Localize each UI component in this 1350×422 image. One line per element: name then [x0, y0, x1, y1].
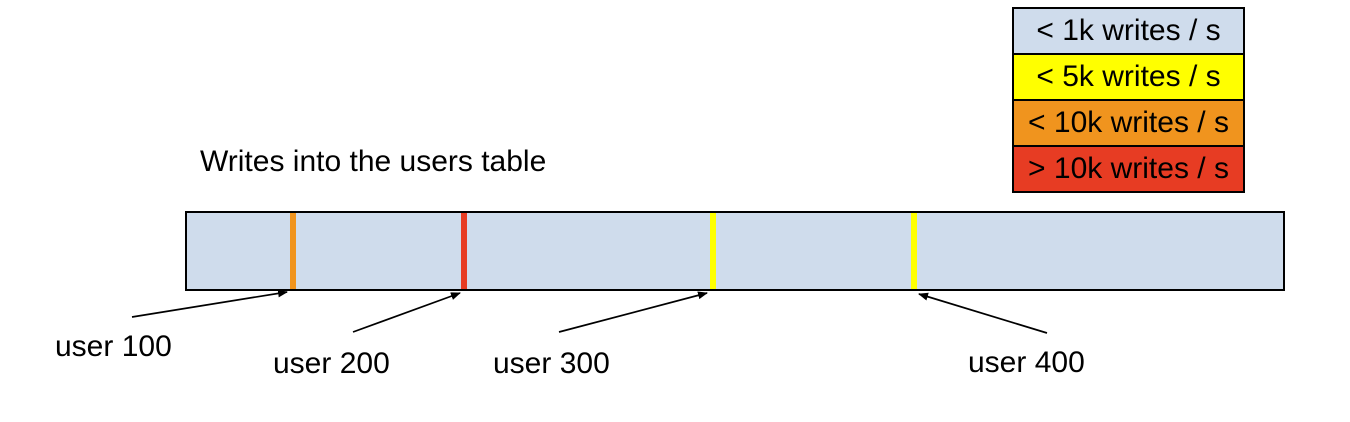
legend-item-lt-10k-label: < 10k writes / s — [1028, 106, 1229, 139]
legend-item-lt-1k: < 1k writes / s — [1012, 7, 1245, 55]
label-user-400: user 400 — [968, 346, 1085, 379]
write-hotspot-marker-user-300 — [710, 213, 716, 289]
legend-item-lt-5k: < 5k writes / s — [1012, 53, 1245, 101]
arrow-user-100 — [131, 289, 288, 318]
label-user-300: user 300 — [493, 347, 610, 380]
arrow-user-400 — [918, 292, 1048, 334]
legend-item-lt-10k: < 10k writes / s — [1012, 99, 1245, 147]
legend-item-lt-1k-label: < 1k writes / s — [1036, 14, 1221, 47]
users-table-bar — [185, 211, 1285, 291]
arrow-user-200 — [352, 292, 461, 333]
legend-item-gt-10k: > 10k writes / s — [1012, 145, 1245, 193]
legend: < 1k writes / s < 5k writes / s < 10k wr… — [1012, 7, 1245, 193]
label-user-100: user 100 — [55, 330, 172, 363]
label-user-200: user 200 — [273, 347, 390, 380]
diagram-title: Writes into the users table — [200, 145, 547, 178]
write-hotspot-marker-user-200 — [461, 213, 467, 289]
legend-item-gt-10k-label: > 10k writes / s — [1028, 152, 1229, 185]
write-hotspot-marker-user-100 — [290, 213, 296, 289]
legend-item-lt-5k-label: < 5k writes / s — [1036, 60, 1221, 93]
arrow-user-300 — [558, 291, 708, 333]
write-hotspot-marker-user-400 — [911, 213, 917, 289]
